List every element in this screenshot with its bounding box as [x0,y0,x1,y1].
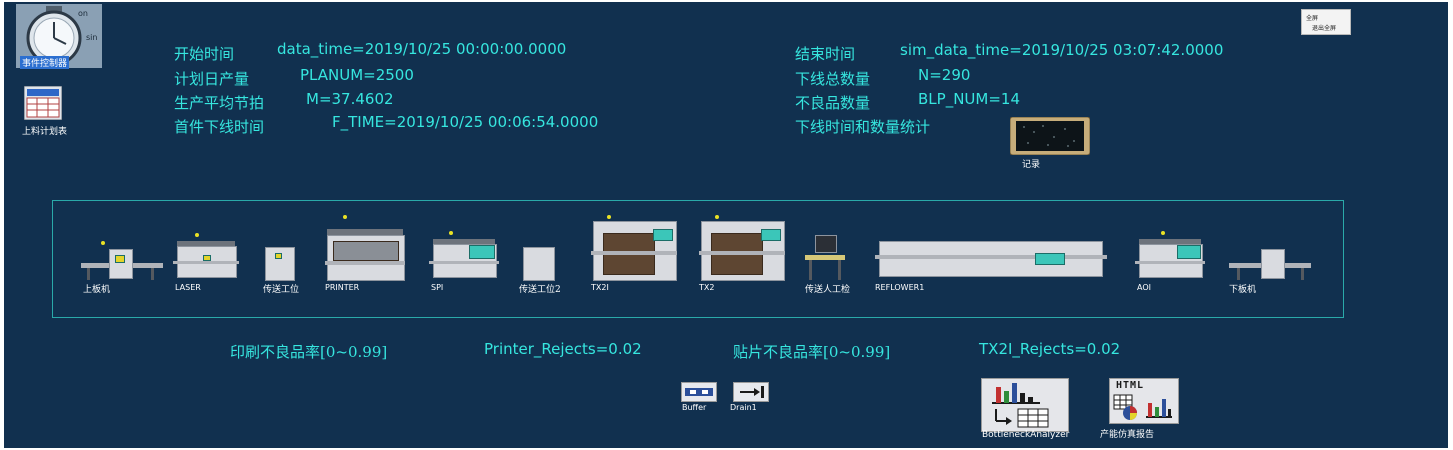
feed-plan-icon[interactable] [23,85,63,121]
machine-label-reflow: REFLOWER1 [875,283,925,292]
print-reject-value[interactable]: Printer_Rejects=0.02 [484,340,642,358]
fullscreen-panel: 全屏 退出全屏 [1301,9,1351,35]
buffer-icon[interactable] [681,382,717,402]
feed-plan-label: 上料计划表 [22,127,68,137]
record-label: 记录 [1022,160,1041,170]
machine-printer[interactable] [325,215,405,281]
bottleneck-analyzer-label: BottleneckAnalyzer [982,430,1070,440]
machine-label-spi: SPI [431,283,444,292]
production-line-frame: 上板机 LASER 传送工位 PRINTER [52,200,1344,318]
placement-reject-label: 贴片不良品率[0~0.99] [733,343,891,361]
machine-tx2[interactable] [699,215,785,281]
avg-takt-label: 生产平均节拍 [174,94,265,112]
machine-label-printer: PRINTER [325,283,360,292]
machine-unloader[interactable] [1229,241,1311,281]
plan-output-value: PLANUM=2500 [300,66,414,84]
machine-label-unloader: 下板机 [1229,285,1257,295]
end-time-label: 结束时间 [795,45,856,63]
machine-spi[interactable] [429,231,499,281]
fullscreen-button[interactable]: 全屏 [1306,15,1319,22]
machine-loader[interactable] [81,241,163,281]
total-offline-value: N=290 [918,66,971,84]
machine-label-conveyor2: 传送工位2 [519,285,561,295]
machine-laser[interactable] [173,233,239,281]
machine-label-laser: LASER [175,283,201,292]
drain-label: Drain1 [730,403,757,412]
report-label: 产能仿真报告 [1100,430,1155,440]
start-time-label: 开始时间 [174,45,235,63]
offline-stats-label: 下线时间和数量统计 [795,118,931,136]
machine-label-tx2i: TX2I [591,283,609,292]
exit-fullscreen-button[interactable]: 退出全屏 [1312,25,1337,32]
buffer-label: Buffer [682,403,707,412]
machine-label-tx2: TX2 [699,283,715,292]
avg-takt-value: M=37.4602 [306,90,394,108]
first-offline-value: F_TIME=2019/10/25 00:06:54.0000 [332,113,599,131]
bottleneck-analyzer-icon[interactable] [981,378,1069,432]
end-time-value: sim_data_time=2019/10/25 03:07:42.0000 [900,41,1224,59]
defect-count-label: 不良品数量 [795,94,871,112]
svg-text:sin: sin [86,33,97,42]
event-controller-label: 事件控制器 [20,56,70,69]
simulation-canvas: 全屏 退出全屏 on sin 事件控制器 上料计划表 开始时间 [4,2,1448,448]
svg-text:on: on [78,9,88,18]
machine-label-loader: 上板机 [83,285,111,295]
machine-label-manual: 传送人工检 [805,285,851,295]
first-offline-label: 首件下线时间 [174,118,265,136]
machine-reflow[interactable] [875,239,1107,281]
machine-aoi[interactable] [1135,231,1205,281]
machine-label-conveyor1: 传送工位 [263,285,300,295]
machine-conveyor2[interactable] [521,243,555,281]
machine-conveyor1[interactable] [263,243,295,281]
drain-icon[interactable] [733,382,769,402]
placement-reject-value[interactable]: TX2I_Rejects=0.02 [979,340,1121,358]
record-icon[interactable] [1009,116,1091,156]
start-time-value: data_time=2019/10/25 00:00:00.0000 [277,40,567,58]
report-icon[interactable]: HTML [1109,378,1179,424]
machine-label-aoi: AOI [1137,283,1151,292]
report-icon-html-text: HTML [1116,380,1145,391]
print-reject-label: 印刷不良品率[0~0.99] [230,343,388,361]
total-offline-label: 下线总数量 [795,70,871,88]
defect-count-value: BLP_NUM=14 [918,90,1020,108]
plan-output-label: 计划日产量 [174,70,250,88]
machine-tx2i[interactable] [591,215,677,281]
machine-manual[interactable] [805,233,845,281]
